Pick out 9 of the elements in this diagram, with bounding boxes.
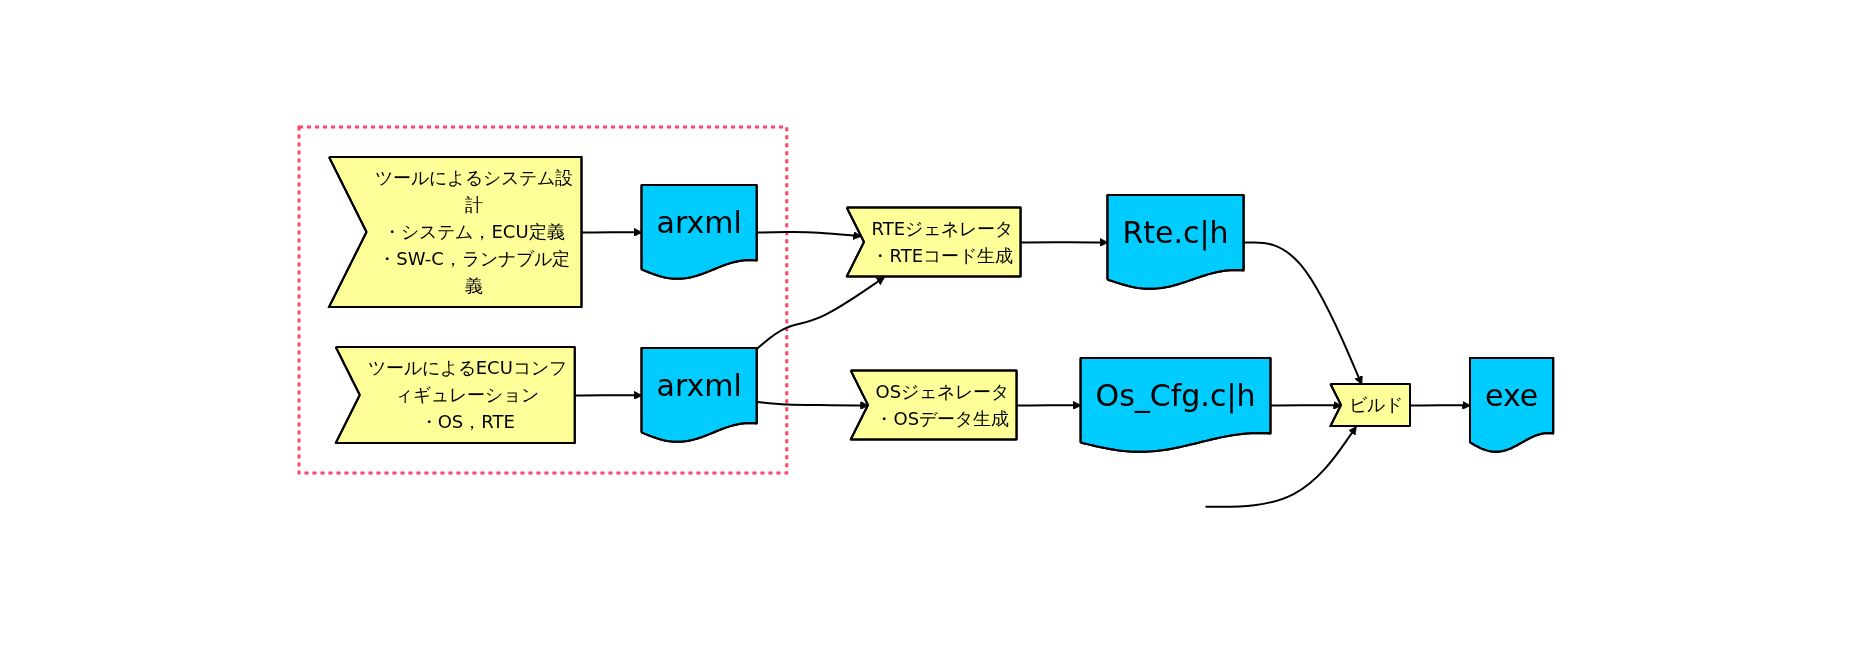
arrow (756, 276, 886, 350)
arrow (1020, 237, 1109, 247)
arrow (574, 390, 643, 400)
arrow (1204, 425, 1358, 508)
cluster (297, 125, 789, 475)
arrow (756, 230, 863, 240)
arrow (1016, 400, 1082, 410)
arrow (1409, 400, 1472, 410)
arrow (581, 227, 643, 237)
